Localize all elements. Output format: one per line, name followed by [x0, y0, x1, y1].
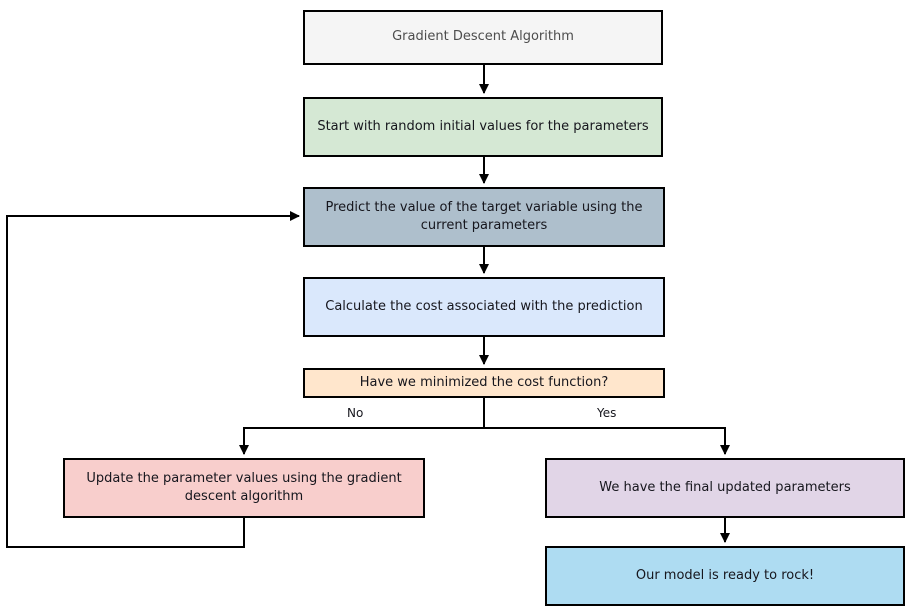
node-start-label: Start with random initial values for the…: [317, 118, 649, 134]
node-decision: Have we minimized the cost function?: [303, 368, 665, 398]
node-ready-label: Our model is ready to rock!: [635, 567, 815, 583]
edge-label-no: No: [344, 406, 367, 420]
node-final-params-label: We have the final updated parameters: [599, 479, 851, 495]
node-update-label: Update the parameter values using the gr…: [86, 470, 402, 504]
node-cost: Calculate the cost associated with the p…: [303, 277, 665, 337]
edge-label-yes: Yes: [594, 406, 620, 420]
node-predict: Predict the value of the target variable…: [303, 187, 665, 247]
node-title: Gradient Descent Algorithm: [303, 10, 663, 65]
node-start: Start with random initial values for the…: [303, 97, 663, 157]
node-cost-label: Calculate the cost associated with the p…: [325, 298, 643, 314]
node-ready: Our model is ready to rock!: [545, 546, 905, 606]
node-final-params: We have the final updated parameters: [545, 458, 905, 518]
node-title-label: Gradient Descent Algorithm: [392, 29, 574, 45]
node-update: Update the parameter values using the gr…: [63, 458, 425, 518]
node-predict-label: Predict the value of the target variable…: [325, 199, 643, 233]
node-decision-label: Have we minimized the cost function?: [359, 374, 609, 390]
